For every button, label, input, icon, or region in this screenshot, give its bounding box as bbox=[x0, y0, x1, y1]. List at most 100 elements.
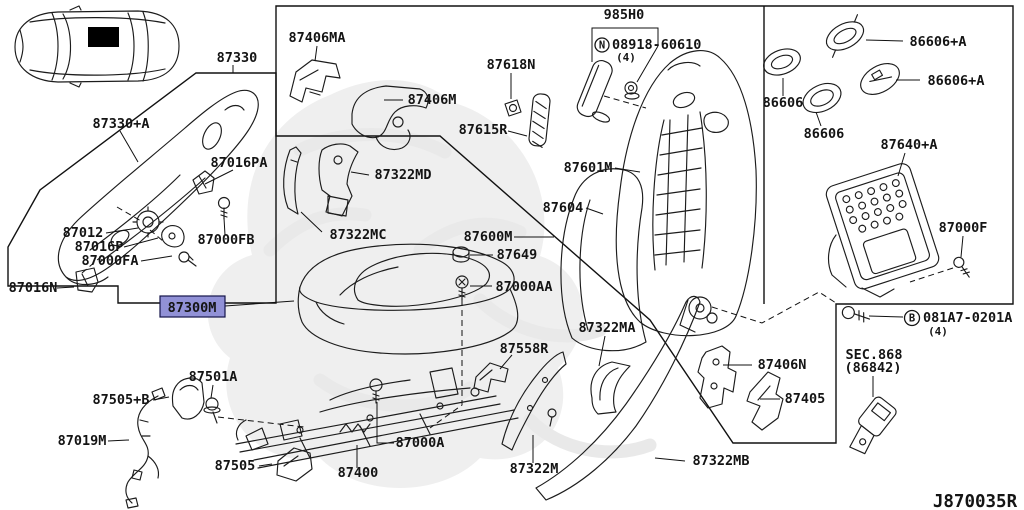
part-87604-pad-drawing bbox=[560, 168, 647, 352]
part-87000a-bolt-drawing bbox=[369, 378, 383, 404]
part-87406n-bracket-drawing bbox=[697, 345, 737, 409]
label-86606a-second: 86606+A bbox=[928, 73, 985, 89]
part-87000fa-bolt-drawing bbox=[178, 251, 197, 267]
part-labels: 87330 87330+A 87016PA 87012 87016P 87000… bbox=[9, 7, 1018, 510]
part-87322ma-hook-drawing bbox=[590, 361, 631, 415]
label-985h0: 985H0 bbox=[604, 7, 645, 23]
label-87618n: 87618N bbox=[487, 57, 536, 73]
highlight-87300m[interactable]: 87300M bbox=[159, 295, 226, 318]
car-top-view bbox=[14, 5, 180, 88]
label-87012: 87012 bbox=[63, 225, 104, 241]
part-985h0-airbag-drawing bbox=[576, 60, 613, 123]
label-87505: 87505 bbox=[215, 458, 256, 474]
part-87000fb-screw-drawing bbox=[217, 196, 231, 220]
part-87640a-panel-drawing bbox=[825, 163, 940, 298]
part-87000aa-screw-drawing bbox=[455, 275, 469, 301]
label-87322m: 87322M bbox=[510, 461, 559, 477]
left-section-box bbox=[7, 72, 277, 304]
part-87405-bracket-drawing bbox=[746, 371, 784, 431]
label-87405: 87405 bbox=[785, 391, 826, 407]
part-08918-nut-drawing bbox=[624, 81, 640, 100]
part-87406m-bracket-drawing bbox=[351, 85, 429, 151]
label-87322mc: 87322MC bbox=[330, 227, 387, 243]
part-86842-buckle-drawing bbox=[849, 396, 897, 455]
part-86606-finisher-left bbox=[763, 48, 801, 76]
part-87406ma-bracket-drawing bbox=[289, 59, 341, 103]
label-081a7-0201a: 081A7-0201A bbox=[923, 310, 1012, 326]
drawing-code: J870035R bbox=[933, 492, 1018, 510]
label-87406m: 87406M bbox=[408, 92, 457, 108]
part-87019m-harness-drawing bbox=[125, 387, 166, 509]
label-n: N bbox=[599, 40, 605, 52]
label-86606-left: 86606 bbox=[763, 95, 804, 111]
part-87615r-strip-drawing bbox=[528, 93, 551, 148]
part-87601m-shell-drawing bbox=[615, 50, 757, 337]
label-87300m[interactable]: 87300M bbox=[168, 300, 217, 316]
label-87016pa: 87016PA bbox=[211, 155, 268, 171]
label-87406n: 87406N bbox=[758, 357, 807, 373]
part-87016pa-switch-drawing bbox=[192, 170, 215, 195]
label-87000fa: 87000FA bbox=[82, 253, 139, 269]
part-87016n-clip-drawing bbox=[75, 267, 99, 293]
label-86606a-top: 86606+A bbox=[910, 34, 967, 50]
part-87322m-strip-drawing bbox=[501, 351, 567, 451]
label-08918-60610: 08918-60610 bbox=[612, 37, 701, 53]
label-87649: 87649 bbox=[497, 247, 538, 263]
label-87330: 87330 bbox=[217, 50, 258, 66]
part-86606a-finisher-top bbox=[825, 14, 865, 58]
part-87016p-motor-drawing bbox=[161, 225, 185, 248]
part-87501a-screw-drawing bbox=[203, 397, 221, 424]
label-87400: 87400 bbox=[338, 465, 379, 481]
circle-b-icon bbox=[903, 309, 921, 327]
label-87000fb: 87000FB bbox=[198, 232, 255, 248]
label-87322md: 87322MD bbox=[375, 167, 432, 183]
part-87558r-cap-drawing bbox=[473, 362, 509, 393]
label-87330a: 87330+A bbox=[93, 116, 150, 132]
part-87649-grommet-drawing bbox=[452, 246, 470, 263]
main-section-box bbox=[275, 5, 1014, 444]
part-87300m-cushion-drawing bbox=[297, 243, 519, 355]
label-87322mb: 87322MB bbox=[693, 453, 750, 469]
label-86606-bottom: 86606 bbox=[804, 126, 845, 142]
part-87000f-screw-drawing bbox=[953, 256, 970, 278]
label-qty4-b: (4) bbox=[928, 325, 948, 338]
label-87019m: 87019M bbox=[58, 433, 107, 449]
part-87322md-bracket-drawing bbox=[318, 143, 359, 217]
label-87016p: 87016P bbox=[75, 239, 124, 255]
label-87501a: 87501A bbox=[189, 369, 238, 385]
label-87604: 87604 bbox=[543, 200, 584, 216]
label-87322ma: 87322MA bbox=[579, 320, 636, 336]
part-87012-hub-drawing bbox=[132, 206, 164, 238]
frame-side-screw bbox=[547, 408, 557, 427]
circle-n-icon bbox=[594, 37, 610, 53]
label-qty4-n: (4) bbox=[616, 51, 636, 64]
part-87505b-cover-drawing bbox=[171, 377, 205, 420]
label-87601m: 87601M bbox=[564, 160, 613, 176]
part-86606a-finisher-second bbox=[860, 63, 900, 95]
label-sec868: SEC.868 bbox=[846, 347, 903, 363]
dashed-leader-lines bbox=[81, 95, 954, 429]
label-87000aa: 87000AA bbox=[496, 279, 553, 295]
label-87406ma: 87406MA bbox=[289, 30, 346, 46]
label-87016n: 87016N bbox=[9, 280, 58, 296]
label-87000a: 87000A bbox=[396, 435, 445, 451]
part-87322mb-trim-drawing bbox=[535, 295, 701, 501]
label-87640a: 87640+A bbox=[881, 137, 938, 153]
label-87615r: 87615R bbox=[459, 122, 509, 138]
part-87505-cover-drawing bbox=[276, 447, 313, 482]
leader-lines bbox=[56, 27, 964, 468]
car-seat-position-marker bbox=[88, 27, 119, 47]
part-87322mc-strip-drawing bbox=[283, 146, 302, 215]
label-b: B bbox=[909, 313, 915, 325]
section-boxes bbox=[7, 5, 1014, 444]
label-87000f: 87000F bbox=[939, 220, 988, 236]
part-87330-side-shield-drawing bbox=[57, 89, 259, 286]
part-081a7-bolt-drawing bbox=[841, 305, 871, 323]
part-86606-finisher-bottom bbox=[802, 82, 842, 114]
label-86842: (86842) bbox=[845, 360, 902, 376]
label-87505b: 87505+B bbox=[93, 392, 150, 408]
label-87558r: 87558R bbox=[500, 341, 550, 357]
part-87618n-clip-drawing bbox=[504, 99, 522, 117]
